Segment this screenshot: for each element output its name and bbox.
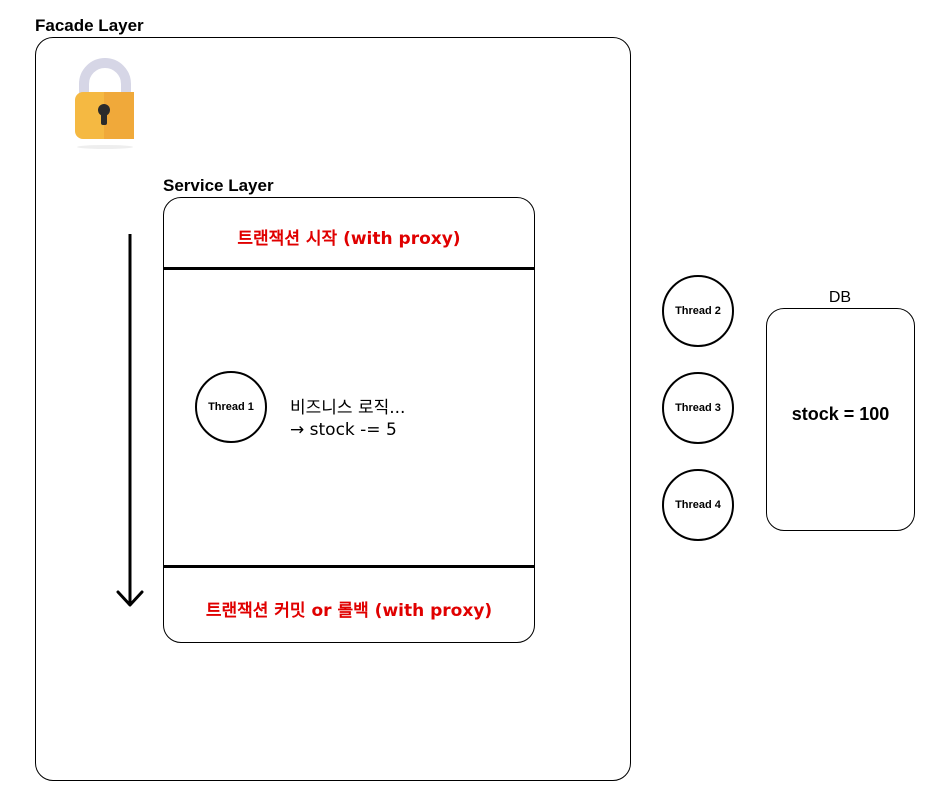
thread-4-circle: Thread 4 xyxy=(662,469,734,541)
transaction-begin-text: 트랜잭션 시작 (with proxy) xyxy=(237,229,461,249)
thread-3-label: Thread 3 xyxy=(675,402,721,414)
thread-1-circle: Thread 1 xyxy=(195,371,267,443)
transaction-end-divider xyxy=(163,565,535,568)
service-layer-title: Service Layer xyxy=(163,176,274,195)
db-box xyxy=(766,308,915,531)
transaction-begin-divider xyxy=(163,267,535,270)
db-stock-value: stock = 100 xyxy=(791,404,890,424)
db-label: DB xyxy=(828,289,852,306)
thread-3-circle: Thread 3 xyxy=(662,372,734,444)
facade-layer-title: Facade Layer xyxy=(35,16,144,35)
lock-icon xyxy=(75,58,134,149)
thread-2-label: Thread 2 xyxy=(675,305,721,317)
transaction-end-text: 트랜잭션 커밋 or 롤백 (with proxy) xyxy=(205,601,493,621)
thread-2-circle: Thread 2 xyxy=(662,275,734,347)
thread-1-label: Thread 1 xyxy=(208,401,254,413)
thread-4-label: Thread 4 xyxy=(675,499,721,511)
business-logic-line-2: → stock -= 5 xyxy=(290,420,397,440)
flow-arrow xyxy=(116,234,144,607)
business-logic-line-1: 비즈니스 로직... xyxy=(290,398,406,418)
business-logic-text: 비즈니스 로직... → stock -= 5 xyxy=(290,397,405,441)
